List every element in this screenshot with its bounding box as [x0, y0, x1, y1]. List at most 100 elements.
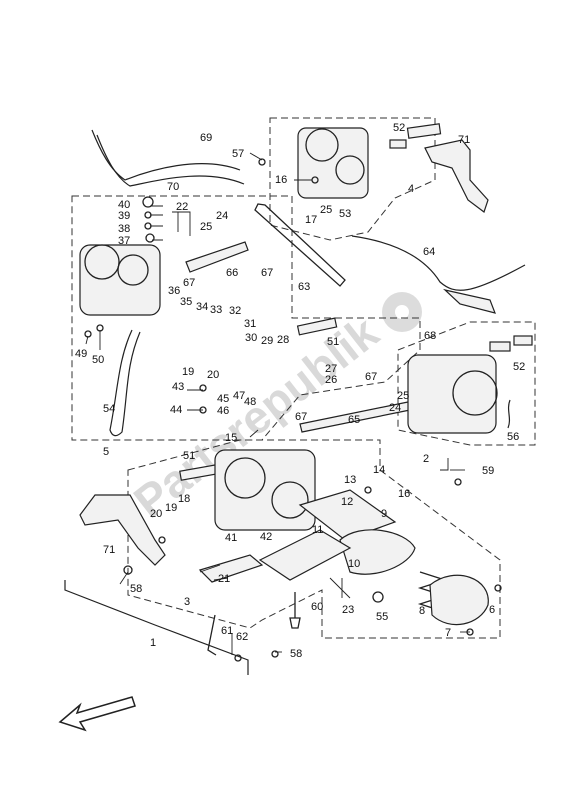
boundary-assembly-4 [269, 117, 436, 241]
label-43: 43 [172, 381, 184, 393]
label-44: 44 [170, 404, 182, 416]
pipe-52-upper [406, 123, 442, 139]
fuel-pipe-66 [185, 241, 249, 273]
label-45: 45 [217, 393, 229, 405]
label-41: 41 [225, 532, 237, 544]
bracket-71-lower [79, 494, 166, 566]
label-42: 42 [260, 531, 272, 543]
label-70: 70 [167, 181, 179, 193]
label-9: 9 [381, 508, 387, 520]
label-62: 62 [236, 631, 248, 643]
label-71: 71 [103, 544, 115, 556]
group-1-bracket [64, 580, 249, 675]
label-35: 35 [180, 296, 192, 308]
label-6: 6 [489, 604, 495, 616]
label-24: 24 [216, 210, 228, 222]
carb-body-left [79, 244, 161, 316]
label-60: 60 [311, 601, 323, 613]
label-63: 63 [298, 281, 310, 293]
label-25: 25 [320, 204, 332, 216]
gear-watermark-icon [382, 292, 422, 332]
label-24: 24 [389, 402, 401, 414]
label-69: 69 [200, 132, 212, 144]
label-15: 15 [225, 432, 237, 444]
label-10: 10 [348, 558, 360, 570]
label-19: 19 [182, 366, 194, 378]
label-51: 51 [183, 450, 195, 462]
label-33: 33 [210, 304, 222, 316]
carb-chamber-left [117, 254, 149, 286]
pipe-51-upper [296, 317, 338, 336]
label-18: 18 [178, 493, 190, 505]
clip-56 [507, 399, 511, 429]
label-52: 52 [513, 361, 525, 373]
label-54: 54 [103, 403, 115, 415]
label-34: 34 [196, 301, 208, 313]
label-67: 67 [183, 277, 195, 289]
label-61: 61 [221, 625, 233, 637]
label-28: 28 [277, 334, 289, 346]
label-14: 14 [373, 464, 385, 476]
label-67: 67 [261, 267, 273, 279]
cover-6 [429, 574, 489, 626]
carb-chamber-upper [335, 155, 365, 185]
label-40: 40 [118, 199, 130, 211]
boundary-assembly-3 [127, 439, 501, 639]
label-55: 55 [376, 611, 388, 623]
choke-lever-64 [442, 288, 496, 314]
carb-chamber-right [452, 370, 498, 416]
label-59: 59 [482, 465, 494, 477]
label-67: 67 [365, 371, 377, 383]
label-32: 32 [229, 305, 241, 317]
leader-lines [85, 152, 470, 655]
plate-11 [258, 529, 352, 581]
label-46: 46 [217, 405, 229, 417]
label-19: 19 [165, 502, 177, 514]
carb-top-cap-left [84, 244, 120, 280]
label-29: 29 [261, 335, 273, 347]
carb-chamber-lower-b [271, 481, 309, 519]
label-26: 26 [325, 374, 337, 386]
label-7: 7 [445, 627, 451, 639]
jet-needle-60 [289, 592, 301, 629]
label-47: 47 [233, 390, 245, 402]
label-20: 20 [207, 369, 219, 381]
label-5: 5 [103, 446, 109, 458]
label-48: 48 [244, 396, 256, 408]
label-2: 2 [423, 453, 429, 465]
label-31: 31 [244, 318, 256, 330]
pipe-52-upper-b [389, 139, 407, 149]
label-52: 52 [393, 122, 405, 134]
label-30: 30 [245, 332, 257, 344]
label-16: 16 [398, 488, 410, 500]
label-64: 64 [423, 246, 435, 258]
label-65: 65 [348, 414, 360, 426]
label-58: 58 [130, 583, 142, 595]
label-36: 36 [168, 285, 180, 297]
label-25: 25 [200, 221, 212, 233]
boundary-assembly-5 [71, 195, 421, 441]
label-71: 71 [458, 134, 470, 146]
label-50: 50 [92, 354, 104, 366]
label-51: 51 [327, 336, 339, 348]
choke-cable-64 [351, 235, 526, 291]
label-3: 3 [184, 596, 190, 608]
carb-body-right [407, 354, 497, 434]
throttle-cable-69 [91, 129, 241, 181]
label-67: 67 [295, 411, 307, 423]
label-56: 56 [507, 431, 519, 443]
label-12: 12 [341, 496, 353, 508]
boundary-assembly-2 [397, 321, 536, 446]
link-61 [207, 614, 217, 656]
drain-hose-54 [109, 329, 141, 437]
pipe-52-right-b [513, 335, 533, 346]
label-39: 39 [118, 210, 130, 222]
label-4: 4 [408, 183, 414, 195]
label-66: 66 [226, 267, 238, 279]
bracket-71-upper [424, 139, 489, 213]
label-8: 8 [419, 605, 425, 617]
label-23: 23 [342, 604, 354, 616]
label-27: 27 [325, 363, 337, 375]
